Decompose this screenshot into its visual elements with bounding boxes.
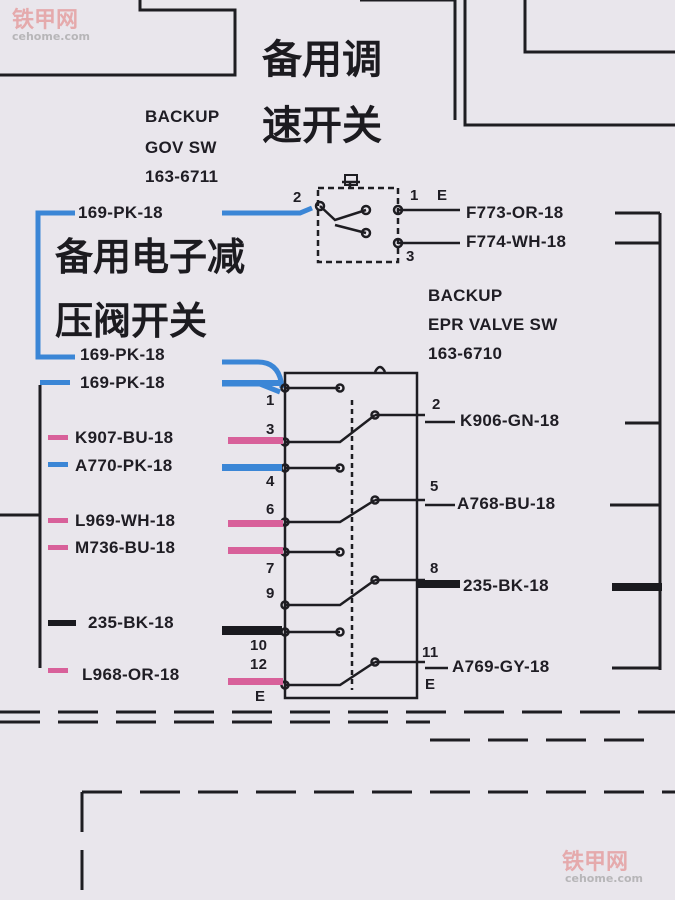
gov-switch-title-zh-line2: 速开关 (262, 102, 382, 149)
gov-switch-title-zh-line1: 备用调 (262, 36, 382, 83)
epr-pin-right-e: E (425, 676, 436, 693)
epr-wire-left-6: M736-BU-18 (75, 538, 176, 557)
epr-pin-right-8: 8 (430, 560, 439, 577)
dashed-line-middle (0, 720, 660, 742)
epr-wire-left-2: 169-PK-18 (80, 373, 165, 392)
gov-pin-3: 3 (406, 248, 415, 265)
gov-switch-label-line2: GOV SW (145, 138, 217, 157)
epr-pin-right-11: 11 (422, 644, 439, 661)
epr-switch-title-zh-line2: 压阀开关 (55, 298, 208, 343)
gov-switch-actuator (342, 180, 360, 188)
frame-top-right-box (523, 0, 675, 54)
gov-wire-out1: F773-OR-18 (466, 203, 564, 222)
epr-switch-label-line2: EPR VALVE SW (428, 315, 558, 334)
watermark-top: 铁甲网 (12, 8, 79, 33)
epr-pin-left-3: 3 (266, 421, 275, 438)
epr-switch-part-number: 163-6710 (428, 344, 503, 363)
epr-pin-right-2: 2 (432, 396, 441, 413)
epr-switch-title-zh-line1: 备用电子减 (55, 234, 246, 279)
epr-wire-right-1: K906-GN-18 (460, 411, 560, 430)
epr-pin-left-e: E (255, 688, 266, 705)
gov-switch-symbol (314, 180, 460, 264)
blue-wire-to-epr-pin1 (222, 359, 285, 389)
epr-pin-left-12: 12 (250, 656, 268, 673)
epr-pin-right-5: 5 (430, 478, 439, 495)
epr-wire-right-4: A769-GY-18 (452, 657, 550, 676)
epr-wire-right-2: A768-BU-18 (457, 494, 556, 513)
left-wire-stubs (40, 380, 283, 685)
frame-right-box (463, 0, 675, 127)
epr-wire-right-3: 235-BK-18 (463, 576, 549, 595)
gov-wire-in: 169-PK-18 (78, 203, 163, 222)
epr-pin-left-10: 10 (250, 637, 268, 654)
dashed-lines (0, 710, 675, 900)
epr-pin-left-6: 6 (266, 501, 275, 518)
right-bus-ground-tab (612, 583, 662, 591)
gov-switch-part-number: 163-6711 (145, 167, 219, 186)
blue-wire-to-gov-switch (222, 205, 313, 216)
gov-pin-e: E (437, 187, 448, 204)
epr-pin-left-1: 1 (266, 392, 275, 409)
epr-wire-left-7: 235-BK-18 (88, 613, 174, 632)
epr-pin8-ground-tab (416, 580, 460, 588)
gov-wire-out2: F774-WH-18 (466, 232, 567, 251)
watermark-top-sub: cehome.com (12, 30, 91, 43)
gov-switch-body (316, 186, 400, 264)
epr-pin-left-9: 9 (266, 585, 275, 602)
left-bus (0, 385, 42, 668)
epr-switch-symbol (280, 365, 455, 700)
epr-switch-actuator (373, 365, 387, 373)
watermark-bottom-sub: cehome.com (565, 872, 644, 885)
gov-pin-2: 2 (293, 189, 302, 206)
frame-top-center-box (360, 0, 457, 120)
epr-pin-left-4: 4 (266, 473, 275, 490)
gov-pin-1: 1 (410, 187, 419, 204)
watermark-bottom: 铁甲网 (562, 850, 629, 875)
blue-bracket (35, 210, 75, 360)
epr-wire-left-3: K907-BU-18 (75, 428, 174, 447)
epr-wire-left-5: L969-WH-18 (75, 511, 176, 530)
frame-lines (0, 0, 675, 186)
epr-switch-label-line1: BACKUP (428, 286, 503, 305)
epr-wire-left-8: L968-OR-18 (82, 665, 180, 684)
epr-wire-left-1: 169-PK-18 (80, 345, 165, 364)
gov-switch-label-line1: BACKUP (145, 107, 220, 126)
epr-switch-body (283, 371, 419, 700)
epr-pin-left-7: 7 (266, 560, 275, 577)
right-bus (610, 211, 662, 670)
epr-wire-left-4: A770-PK-18 (75, 456, 173, 475)
